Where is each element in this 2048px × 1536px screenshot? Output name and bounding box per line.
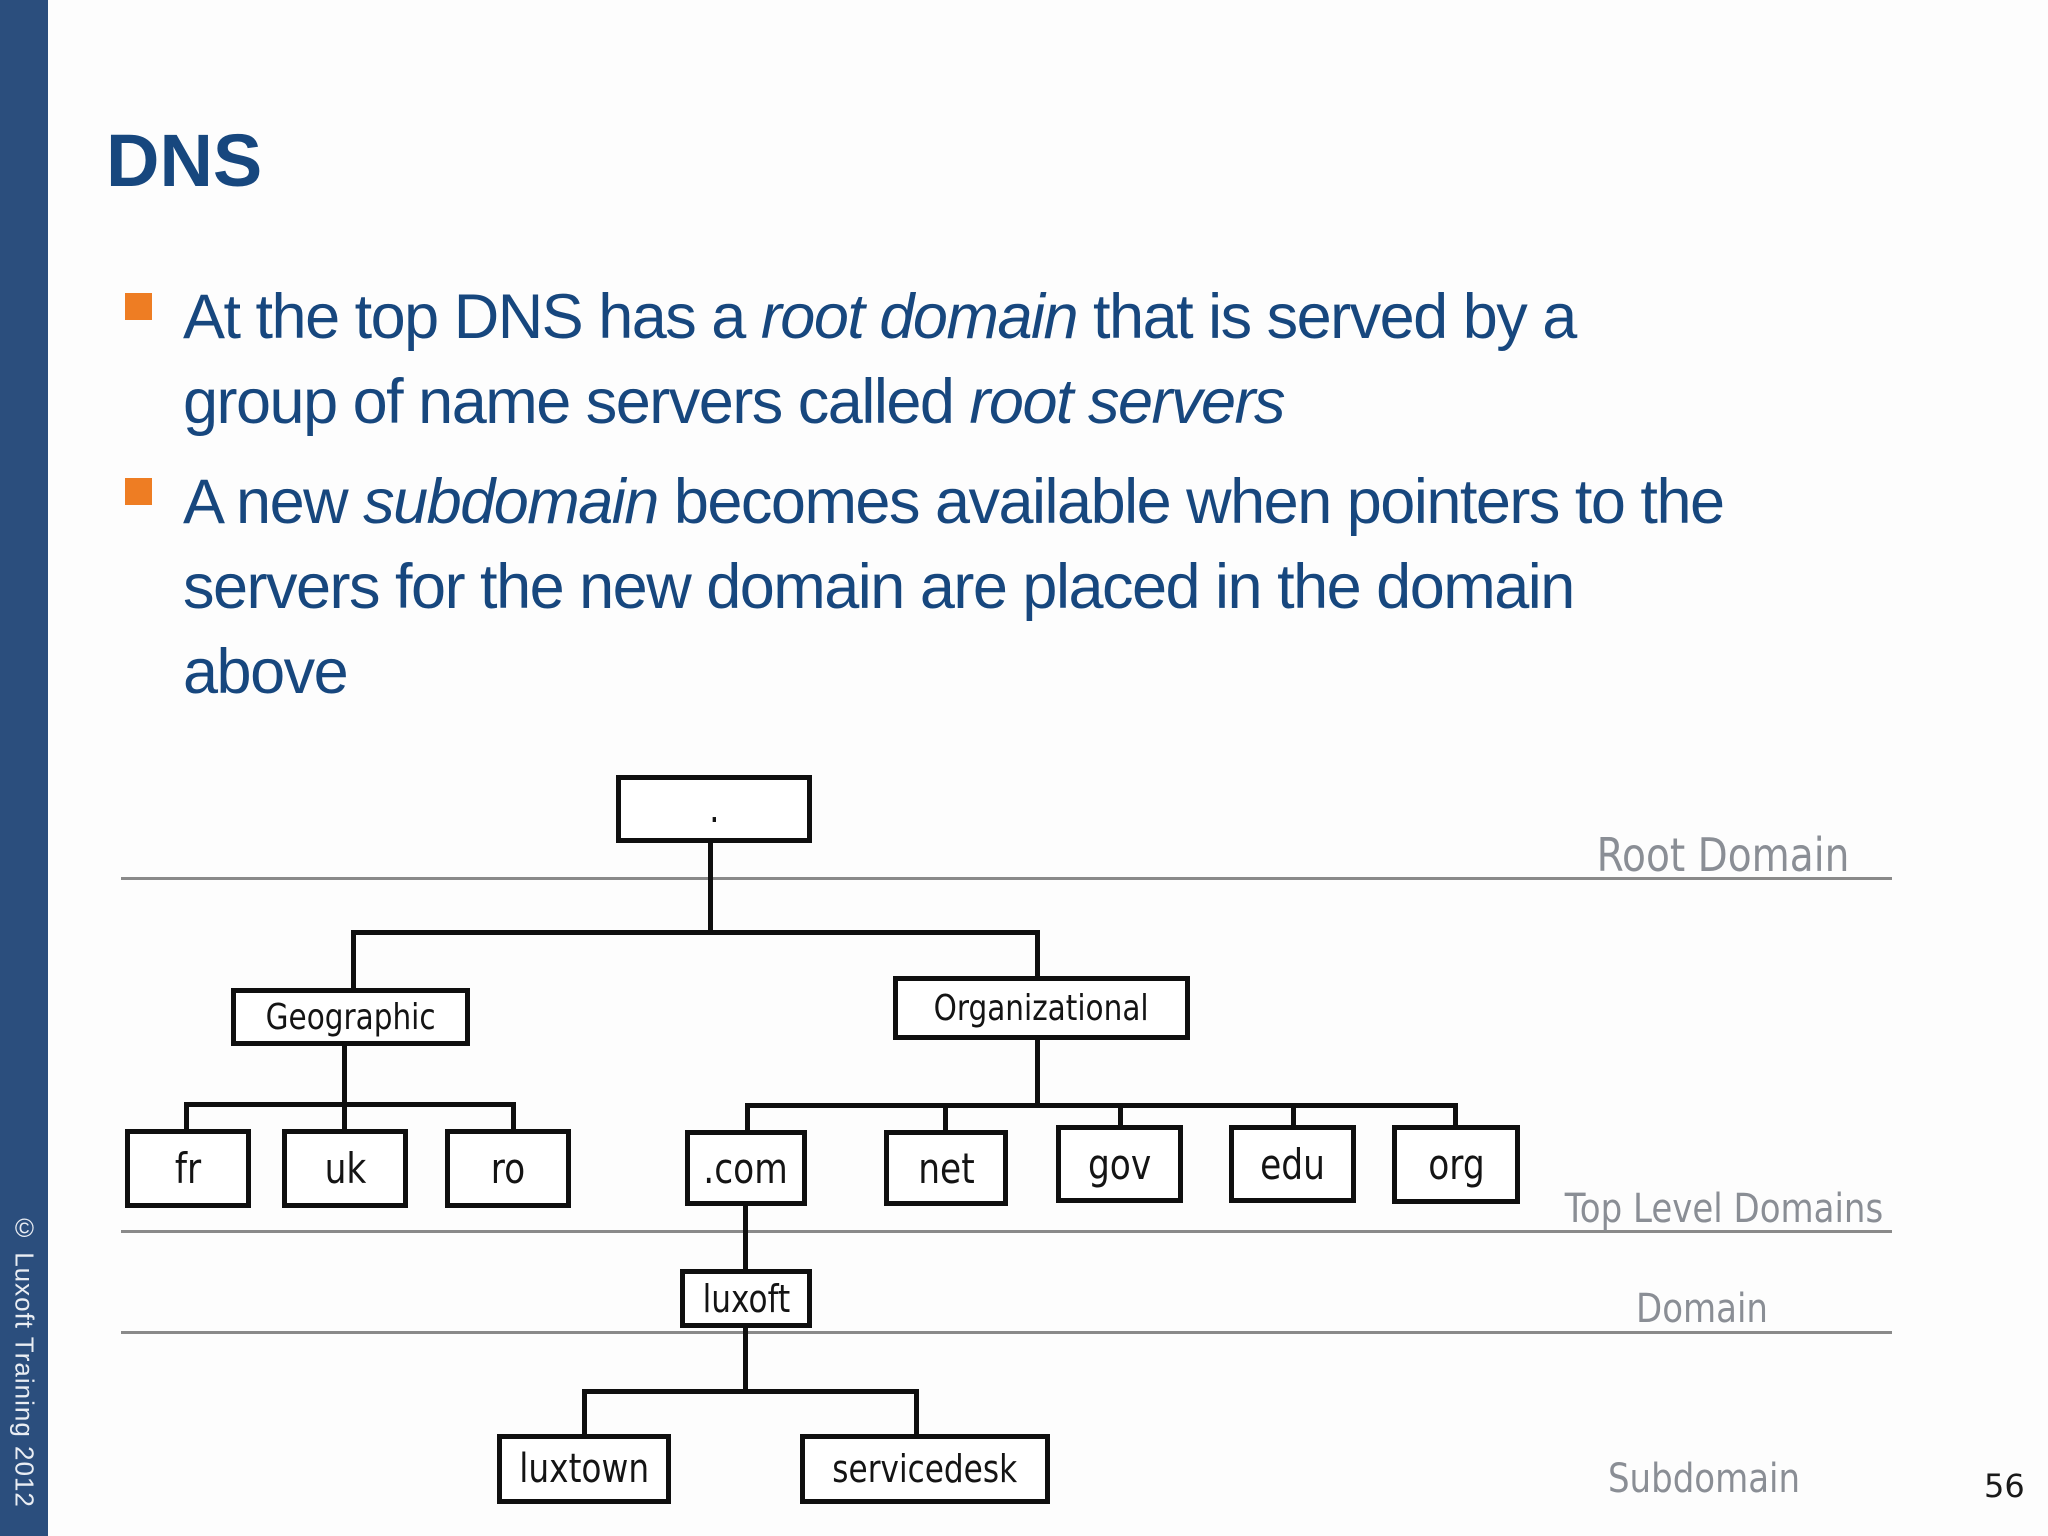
tree-node-servicedesk: servicedesk xyxy=(800,1434,1050,1504)
bullet-text: A new subdomain becomes available when p… xyxy=(183,460,1725,715)
tree-node-label: .com xyxy=(703,1143,789,1193)
page-number: 56 xyxy=(1984,1467,2025,1505)
tree-edge xyxy=(744,1102,1458,1108)
tree-node-label: Geographic xyxy=(265,996,436,1038)
tree-edge xyxy=(1117,1105,1123,1125)
bullet-segment: group of name servers called xyxy=(183,367,970,437)
tree-node-luxoft: luxoft xyxy=(680,1269,812,1328)
tree-node-uk: uk xyxy=(282,1129,408,1208)
bullet-line: servers for the new domain are placed in… xyxy=(183,545,1724,630)
tree-node-label: Organizational xyxy=(933,987,1150,1029)
tree-edge xyxy=(341,1046,347,1129)
tree-edge xyxy=(1452,1105,1458,1125)
tree-edge xyxy=(742,1328,748,1391)
tree-node-label: org xyxy=(1427,1140,1485,1189)
tree-edge xyxy=(707,843,713,932)
level-label: Subdomain xyxy=(1607,1456,1801,1502)
tree-edge xyxy=(183,1104,189,1129)
tree-node-label: luxoft xyxy=(702,1276,790,1321)
tree-edge xyxy=(350,929,1040,935)
tree-edge xyxy=(913,1391,919,1434)
tree-node-com: .com xyxy=(685,1130,807,1206)
sidebar: © Luxoft Training 2012 xyxy=(0,0,48,1536)
tree-edge xyxy=(1034,1040,1040,1105)
tree-node-label: . xyxy=(708,786,720,832)
bullet-segment: becomes available when pointers to the xyxy=(657,467,1725,537)
level-separator-line xyxy=(121,1331,1892,1334)
bullet-line: above xyxy=(183,630,1724,715)
bullet-segment: that is served by a xyxy=(1077,282,1577,352)
tree-node-org: org xyxy=(1392,1125,1520,1204)
level-label: Domain xyxy=(1636,1286,1768,1332)
tree-edge xyxy=(1034,932,1040,976)
bullet-segment: above xyxy=(183,637,349,707)
level-separator-line xyxy=(121,1230,1892,1233)
bullet-segment: At the top DNS has a xyxy=(183,282,761,352)
tree-node-label: fr xyxy=(174,1144,202,1193)
bullet-line: group of name servers called root server… xyxy=(183,360,1576,445)
copyright-text: © Luxoft Training 2012 xyxy=(9,1213,40,1508)
page-title: DNS xyxy=(106,119,263,202)
tree-node-organizational: Organizational xyxy=(893,976,1190,1040)
tree-node-ro: ro xyxy=(445,1129,571,1208)
tree-edge xyxy=(1290,1105,1296,1125)
bullet-segment: A new xyxy=(183,467,364,537)
bullet-marker xyxy=(125,478,152,505)
tree-node-geographic: Geographic xyxy=(231,988,470,1046)
level-label: Root Domain xyxy=(1596,828,1850,882)
bullet-line: A new subdomain becomes available when p… xyxy=(183,460,1725,545)
tree-node-gov: gov xyxy=(1056,1125,1183,1203)
tree-node-label: gov xyxy=(1087,1139,1152,1189)
tree-edge xyxy=(350,932,356,988)
level-separator-line xyxy=(121,877,1892,880)
tree-node-label: net xyxy=(917,1143,975,1193)
tree-edge xyxy=(942,1105,948,1130)
tree-edge xyxy=(183,1101,516,1107)
level-label: Top Level Domains xyxy=(1564,1186,1884,1232)
tree-node-label: ro xyxy=(490,1144,526,1193)
tree-node-net: net xyxy=(884,1130,1008,1206)
tree-edge xyxy=(581,1388,919,1394)
bullet-segment-italic: root domain xyxy=(760,282,1079,352)
tree-node-label: edu xyxy=(1260,1139,1325,1189)
tree-edge xyxy=(744,1105,750,1130)
tree-node-label: uk xyxy=(324,1144,366,1193)
bullet-segment-italic: root servers xyxy=(969,367,1285,437)
bullet-line: At the top DNS has a root domain that is… xyxy=(183,275,1577,360)
bullet-segment-italic: subdomain xyxy=(363,467,659,537)
bullet-marker xyxy=(125,293,152,320)
tree-node-luxtown: luxtown xyxy=(497,1434,671,1504)
tree-node-fr: fr xyxy=(125,1129,251,1208)
tree-node-label: servicedesk xyxy=(832,1447,1018,1491)
tree-node-edu: edu xyxy=(1229,1125,1356,1203)
tree-edge xyxy=(742,1206,748,1269)
bullet-segment: servers for the new domain are placed in… xyxy=(183,552,1575,622)
tree-edge xyxy=(510,1104,516,1129)
tree-node-root: . xyxy=(616,775,812,843)
tree-node-label: luxtown xyxy=(519,1446,649,1492)
tree-edge xyxy=(581,1391,587,1434)
bullet-text: At the top DNS has a root domain that is… xyxy=(183,275,1577,445)
